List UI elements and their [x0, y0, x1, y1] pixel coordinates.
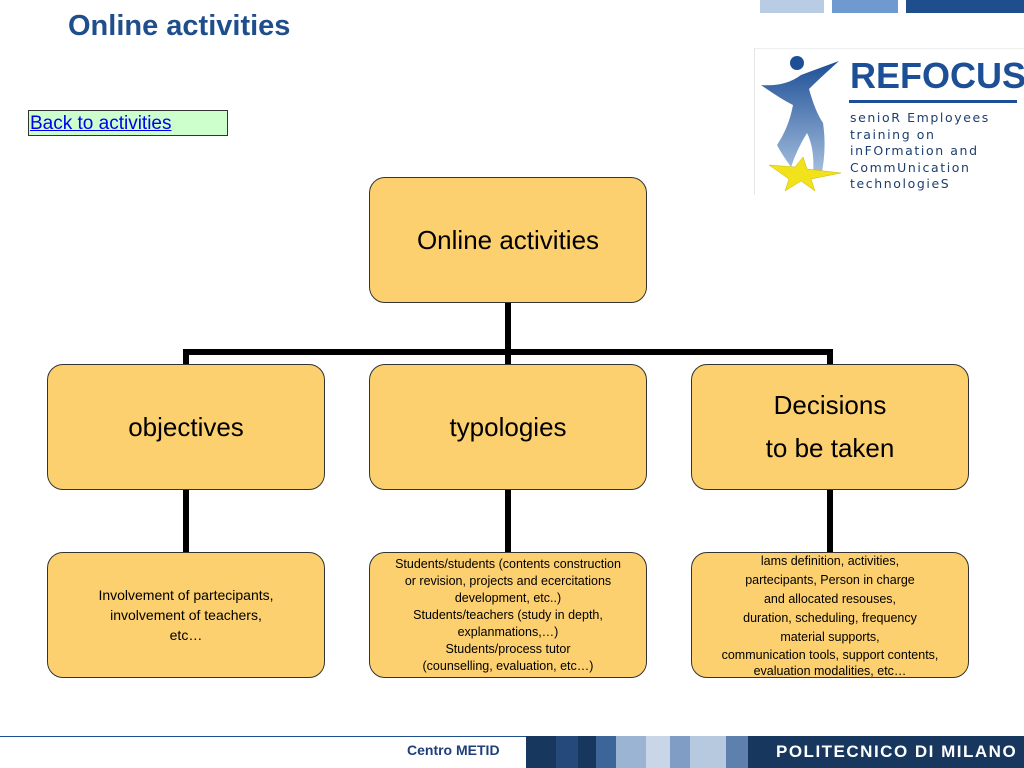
root-node: Online activities — [369, 177, 647, 303]
footer-strip — [726, 736, 748, 768]
detail-line: material supports, — [780, 629, 880, 644]
decisions-node-label-line: to be taken — [765, 433, 895, 463]
detail-line: etc… — [169, 627, 203, 643]
typologies-detail-node: Students/students (contents construction… — [369, 552, 647, 678]
connector-root-down — [505, 302, 511, 364]
footer-strip — [670, 736, 690, 768]
objectives-node: objectives — [47, 364, 325, 490]
detail-line: and allocated resouses, — [763, 591, 897, 606]
decisions-node: Decisions to be taken — [691, 364, 969, 490]
footer-strip — [646, 736, 670, 768]
detail-line: explanmations,…) — [457, 624, 559, 639]
detail-line: communication tools, support contents, — [721, 647, 939, 662]
footer-org-label: POLITECNICO DI MILANO — [776, 742, 1018, 761]
logo-line: senioR Employees — [850, 110, 990, 125]
typologies-node-label: typologies — [449, 411, 567, 442]
detail-line: Students/students (contents construction — [395, 556, 621, 571]
footer-strip — [556, 736, 578, 768]
logo-line: inFOrmation and — [850, 143, 979, 158]
footer-strip — [690, 736, 726, 768]
top-accent-bar-mid — [832, 0, 898, 13]
connector-right-detail — [827, 489, 833, 552]
objectives-node-label: objectives — [128, 411, 244, 442]
detail-line: development, etc..) — [454, 590, 562, 605]
detail-line: (counselling, evaluation, etc…) — [422, 658, 594, 673]
connector-center-detail — [505, 489, 511, 552]
typologies-node: typologies — [369, 364, 647, 490]
footer-center-label: Centro METID — [407, 742, 500, 758]
decisions-node-label-line: Decisions — [773, 390, 887, 420]
top-accent-bar-light — [760, 0, 824, 13]
logo-rule — [849, 100, 1017, 103]
detail-line: involvement of teachers, — [110, 607, 262, 623]
top-accent-bar-dark — [906, 0, 1024, 13]
logo-brand-text: REFOCUS — [850, 55, 1024, 96]
footer-strip — [596, 736, 616, 768]
footer-rule — [0, 736, 526, 737]
detail-line: evaluation modalities, etc… — [753, 663, 907, 678]
running-figure-icon — [761, 56, 842, 192]
detail-line: lams definition, activities, — [760, 553, 900, 568]
connector-left-down — [183, 349, 189, 365]
footer-strip — [616, 736, 646, 768]
detail-line: duration, scheduling, frequency — [743, 610, 917, 625]
connector-right-down — [827, 349, 833, 365]
back-to-activities-link[interactable]: Back to activities — [28, 110, 228, 136]
decisions-detail-node: lams definition, activities, partecipant… — [691, 552, 969, 678]
logo-line: technologieS — [850, 176, 951, 191]
objectives-detail-node: Involvement of partecipants, involvement… — [47, 552, 325, 678]
connector-left-detail — [183, 489, 189, 552]
detail-line: partecipants, Person in charge — [745, 572, 915, 587]
logo-line: CommUnication — [850, 159, 971, 175]
page-title: Online activities — [68, 10, 291, 42]
detail-line: Involvement of partecipants, — [98, 587, 274, 603]
root-node-label: Online activities — [416, 224, 600, 255]
connector-horizontal — [183, 349, 833, 355]
detail-line: Students/process tutor — [445, 641, 571, 656]
detail-line: or revision, projects and ecercitations — [404, 573, 612, 588]
detail-line: Students/teachers (study in depth, — [413, 607, 603, 622]
logo-line: training on — [850, 126, 936, 142]
